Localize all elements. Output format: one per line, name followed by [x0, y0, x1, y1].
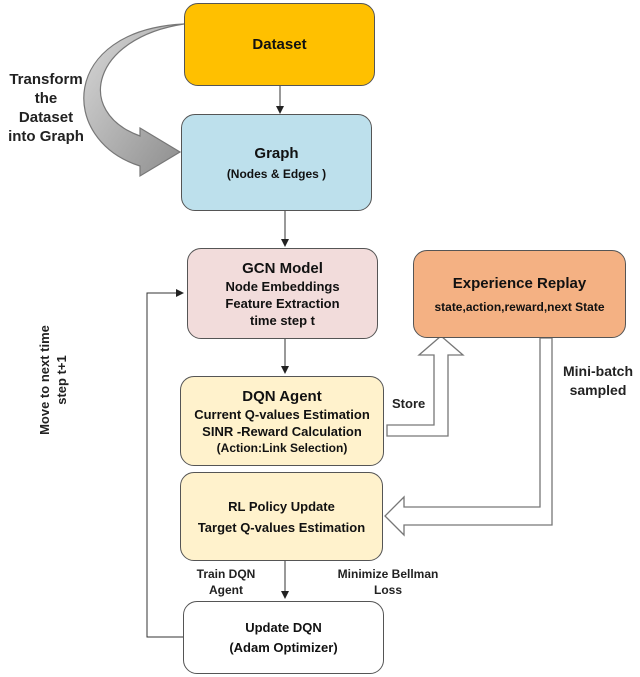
- dataset-title: Dataset: [252, 36, 307, 53]
- minibatch-hollow-arrow: [384, 337, 553, 537]
- update-line-title: Update DQN: [245, 620, 322, 635]
- gcn-line-timestep: time step t: [249, 312, 315, 328]
- gcn-line-embeddings: Node Embeddings: [225, 278, 340, 294]
- dqn-line-current-q: Current Q-values Estimation: [194, 406, 370, 422]
- minibatch-line-1: Mini-batch: [563, 363, 633, 379]
- move-next-step-label: Move to next time step t+1: [36, 300, 70, 460]
- train-dqn-label: Train DQN Agent: [186, 566, 266, 598]
- dqn-title: DQN Agent: [242, 387, 322, 405]
- store-hollow-arrow: [386, 335, 465, 437]
- train-line-1: Train DQN: [196, 567, 256, 581]
- gcn-line-feature: Feature Extraction: [225, 295, 340, 311]
- policy-line-target: Target Q-values Estimation: [197, 519, 366, 535]
- move-line-2: step t+1: [54, 355, 69, 405]
- dataset-box: Dataset: [184, 3, 375, 86]
- dqn-agent-box: DQN Agent Current Q-values Estimation SI…: [180, 376, 384, 466]
- update-dqn-box: Update DQN (Adam Optimizer): [183, 601, 384, 674]
- dqn-line-sinr: SINR -Reward Calculation: [202, 423, 362, 439]
- arrow-loop-update-to-gcn: [146, 289, 184, 638]
- transform-line-4: into Graph: [8, 128, 84, 145]
- transform-line-1: Transform: [9, 71, 83, 88]
- replay-title: Experience Replay: [452, 274, 587, 292]
- store-label: Store: [392, 396, 425, 411]
- experience-replay-box: Experience Replay state,action,reward,ne…: [413, 250, 626, 338]
- update-line-optimizer: (Adam Optimizer): [229, 640, 338, 655]
- transform-label: Transform the Dataset into Graph: [0, 70, 92, 146]
- dqn-line-action: (Action:Link Selection): [216, 440, 348, 455]
- minimize-bellman-label: Minimize Bellman Loss: [326, 566, 450, 598]
- gcn-title: GCN Model: [242, 259, 323, 277]
- gcn-model-box: GCN Model Node Embeddings Feature Extrac…: [187, 248, 378, 339]
- minibatch-label: Mini-batch sampled: [556, 362, 640, 400]
- graph-subtitle: (Nodes & Edges ): [226, 166, 327, 181]
- move-line-1: Move to next time: [37, 325, 52, 435]
- policy-line-update: RL Policy Update: [228, 498, 335, 514]
- transform-curved-arrow: [83, 23, 185, 178]
- transform-line-3: Dataset: [18, 109, 74, 126]
- graph-box: Graph (Nodes & Edges ): [181, 114, 372, 211]
- graph-title: Graph: [254, 144, 299, 162]
- transform-line-2: the: [34, 90, 58, 107]
- store-text: Store: [392, 396, 426, 411]
- minimize-line-2: Loss: [373, 583, 402, 597]
- replay-subtitle: state,action,reward,next State: [434, 299, 605, 314]
- minimize-line-1: Minimize Bellman: [337, 567, 439, 581]
- rl-policy-box: RL Policy Update Target Q-values Estimat…: [180, 472, 383, 561]
- train-line-2: Agent: [209, 583, 243, 597]
- minibatch-line-2: sampled: [569, 382, 627, 398]
